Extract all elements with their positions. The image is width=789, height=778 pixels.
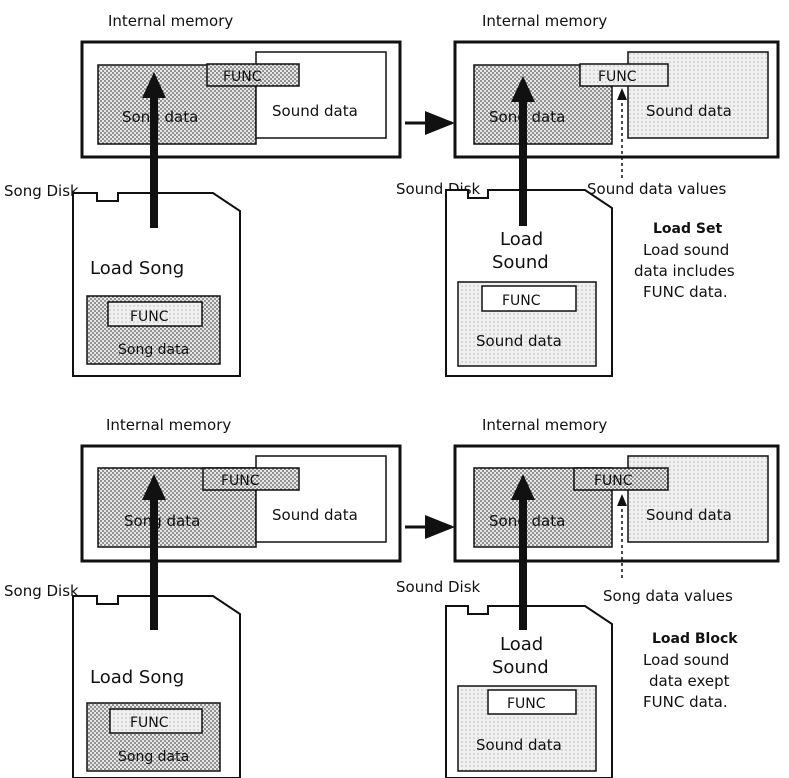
sound-data-block [627, 455, 769, 543]
values-label: Sound data values [587, 180, 727, 198]
load-arrow [142, 474, 166, 630]
func-label: FUNC [594, 473, 633, 489]
disk-song-data-label: Song data [118, 749, 189, 765]
load-arrow [142, 72, 166, 228]
mode-desc-line-2: data exept [649, 672, 730, 690]
func-block [206, 63, 300, 87]
internal-memory-title: Internal memory [106, 416, 231, 434]
sound-data-label: Sound data [646, 102, 732, 120]
func-block [579, 63, 669, 87]
mode-desc-line-1: Load sound [643, 241, 729, 259]
disk-song-data-label: Song data [118, 342, 189, 358]
disk-func-block [487, 689, 577, 715]
mode-title: Load Set [653, 221, 722, 237]
sound-data-label: Sound data [646, 506, 732, 524]
song-disk-label: Song Disk [4, 182, 79, 200]
disk-func-block [109, 708, 203, 734]
mode-title: Load Block [652, 631, 738, 647]
mode-desc-line-2: data includes [634, 262, 735, 280]
load-sound-label-1: Load [500, 229, 543, 250]
sound-data-label: Sound data [272, 102, 358, 120]
sound-data-label: Sound data [272, 506, 358, 524]
disk-func-label: FUNC [130, 309, 169, 325]
func-label: FUNC [223, 69, 262, 85]
mode-desc-line-1: Load sound [643, 651, 729, 669]
song-data-label: Song data [489, 108, 565, 126]
disk-func-block [107, 301, 203, 327]
load-arrow [511, 474, 535, 630]
sound-disk-label: Sound Disk [396, 578, 481, 596]
func-label: FUNC [598, 69, 637, 85]
song-data-label: Song data [489, 512, 565, 530]
disk-func-block [481, 285, 577, 312]
song-data-label: Song data [124, 512, 200, 530]
mode-desc-line-3: FUNC data. [643, 693, 728, 711]
song-data-label: Song data [122, 108, 198, 126]
values-pointer-head [617, 88, 627, 100]
load-sound-label-1: Load [500, 634, 543, 655]
values-pointer-head [617, 494, 627, 506]
load-song-label: Load Song [90, 667, 184, 688]
func-label: FUNC [221, 473, 260, 489]
func-block [202, 467, 300, 491]
load-sound-label-2: Sound [492, 657, 549, 678]
disk-sound-data-label: Sound data [476, 736, 562, 754]
mode-desc-line-3: FUNC data. [643, 283, 728, 301]
load-song-label: Load Song [90, 258, 184, 279]
internal-memory-title: Internal memory [482, 416, 607, 434]
internal-memory-title: Internal memory [482, 12, 607, 30]
song-disk-label: Song Disk [4, 582, 79, 600]
disk-func-label: FUNC [502, 293, 541, 309]
disk-func-label: FUNC [130, 715, 169, 731]
func-block [573, 467, 669, 491]
disk-sound-data-label: Sound data [476, 332, 562, 350]
load-sound-label-2: Sound [492, 252, 549, 273]
values-label: Song data values [603, 587, 733, 605]
internal-memory-title: Internal memory [108, 12, 233, 30]
load-arrow [511, 76, 535, 226]
disk-func-label: FUNC [507, 696, 546, 712]
